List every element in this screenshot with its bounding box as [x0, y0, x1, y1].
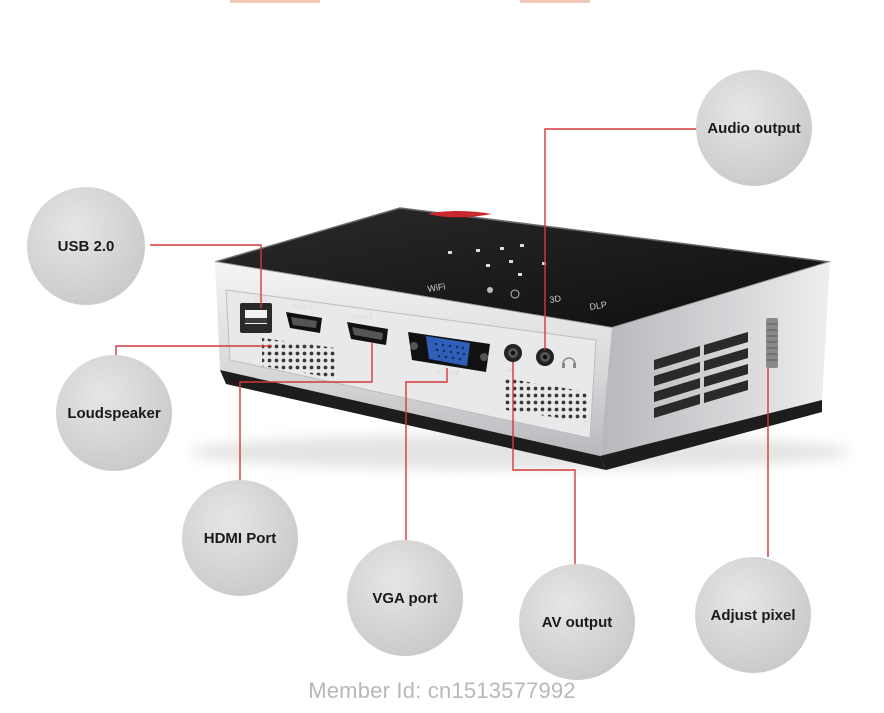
leader-vga	[405, 368, 448, 542]
callout-vga-label: VGA port	[372, 590, 437, 607]
projector-device: WiFi 3D DLP USB HDMI 1 HDMI 2	[214, 207, 831, 470]
top-decoration	[230, 0, 590, 3]
watermark-text: Member Id: cn1513577992	[308, 678, 576, 703]
callout-hdmi: HDMI Port	[182, 480, 298, 596]
hdmi1-port: HDMI 1	[286, 305, 322, 333]
callout-adjust-label: Adjust pixel	[710, 607, 795, 624]
leader-usb	[150, 244, 262, 308]
hdmi2-port: HDMI 2	[347, 315, 388, 345]
wifi-label: WiFi	[427, 281, 446, 294]
device-top-face	[215, 208, 830, 328]
callout-vga: VGA port	[347, 540, 463, 656]
dlp-label: DLP	[589, 299, 608, 312]
callout-usb-label: USB 2.0	[58, 238, 115, 255]
callout-audio-label: Audio output	[707, 120, 800, 137]
brand-logo-mark	[428, 211, 492, 218]
callout-audio: Audio output	[696, 70, 812, 186]
hdmi1-port-label: HDMI 1	[292, 305, 313, 311]
speaker-grille-left	[262, 338, 336, 378]
callout-av-label: AV output	[542, 614, 613, 631]
touch-buttons	[448, 244, 546, 276]
callout-av: AV output	[519, 564, 635, 680]
speaker-grille-right	[504, 378, 588, 422]
av-jack: AV	[504, 344, 522, 374]
callout-loudspeaker: Loudspeaker	[56, 355, 172, 471]
3d-label: 3D	[549, 293, 562, 305]
side-vents	[654, 332, 748, 418]
callout-hdmi-label: HDMI Port	[204, 530, 277, 547]
leader-audio	[544, 128, 697, 350]
callout-usb: USB 2.0	[27, 187, 145, 305]
callout-loudspeaker-label: Loudspeaker	[67, 405, 161, 422]
focus-wheel	[766, 318, 778, 368]
av-jack-label: AV	[506, 368, 514, 374]
leader-av	[512, 362, 576, 567]
vga-port: PC-RGB	[408, 332, 490, 377]
leader-hdmi	[239, 342, 373, 486]
hdmi2-port-label: HDMI 2	[352, 315, 373, 321]
audio-jack	[536, 348, 576, 368]
callout-adjust: Adjust pixel	[695, 557, 811, 673]
